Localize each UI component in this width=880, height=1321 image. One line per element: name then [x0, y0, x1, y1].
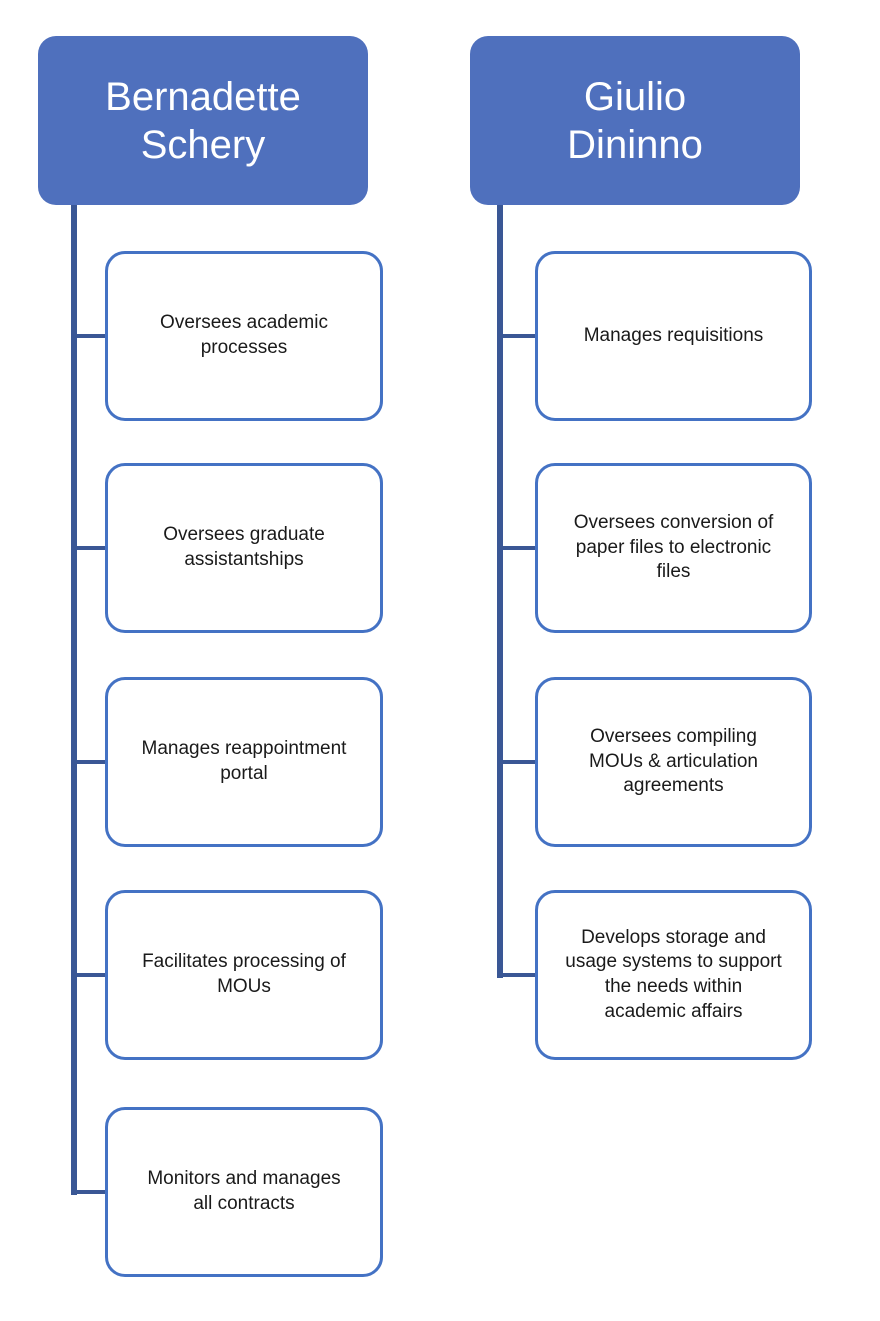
role-box: Oversees conversion of paper files to el…: [535, 463, 812, 633]
role-box: Oversees academic processes: [105, 251, 383, 421]
role-box: Monitors and manages all contracts: [105, 1107, 383, 1277]
connector-stub: [497, 546, 537, 550]
role-box: Facilitates processing of MOUs: [105, 890, 383, 1060]
connector-spine: [71, 205, 77, 1195]
connector-stub: [71, 973, 107, 977]
column-header: Giulio Dininno: [470, 36, 800, 205]
role-box: Oversees compiling MOUs & articulation a…: [535, 677, 812, 847]
connector-stub: [71, 1190, 107, 1194]
connector-stub: [71, 546, 107, 550]
role-box: Develops storage and usage systems to su…: [535, 890, 812, 1060]
connector-stub: [71, 334, 107, 338]
connector-stub: [497, 973, 537, 977]
connector-spine: [497, 205, 503, 978]
role-box: Oversees graduate assistantships: [105, 463, 383, 633]
column-header: Bernadette Schery: [38, 36, 368, 205]
connector-stub: [497, 334, 537, 338]
connector-stub: [497, 760, 537, 764]
connector-stub: [71, 760, 107, 764]
role-box: Manages requisitions: [535, 251, 812, 421]
role-box: Manages reappointment portal: [105, 677, 383, 847]
